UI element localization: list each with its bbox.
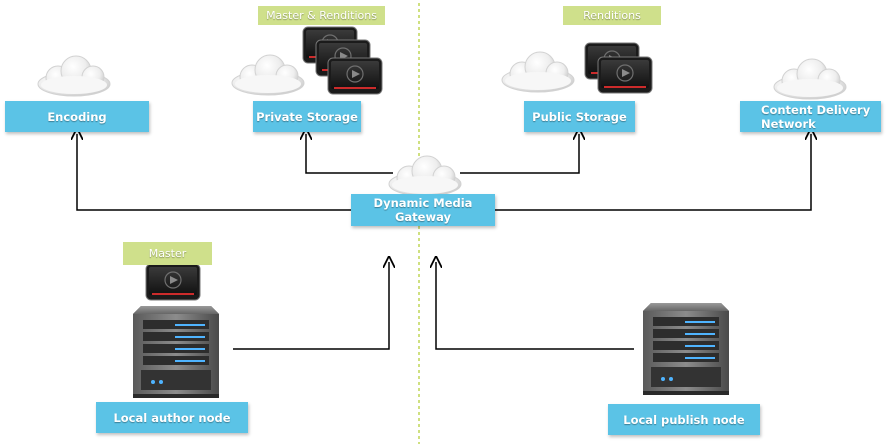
- tag-master: Master: [123, 242, 212, 265]
- node-local-publish[interactable]: Local publish node: [608, 404, 760, 435]
- node-label: Local publish node: [623, 412, 745, 427]
- node-label: Private Storage: [256, 109, 358, 124]
- node-private-storage[interactable]: Private Storage: [253, 101, 361, 132]
- node-label: Public Storage: [532, 109, 627, 124]
- tag-label: Master: [148, 247, 187, 260]
- connector-private-storage: [306, 134, 393, 174]
- node-dynamic-media-gateway[interactable]: Dynamic Media Gateway: [351, 194, 495, 226]
- tag-renditions: Renditions: [563, 6, 661, 25]
- cloud-icon: [773, 58, 847, 100]
- connector-publish: [436, 262, 634, 350]
- node-public-storage[interactable]: Public Storage: [524, 101, 635, 132]
- connector-encoding: [77, 134, 351, 211]
- node-label-line2: Network: [761, 116, 816, 131]
- video-thumbnail-icon: [145, 263, 201, 301]
- node-label: Local author node: [113, 410, 231, 425]
- video-thumbnail-icon: [597, 56, 653, 94]
- connector-public-storage: [460, 134, 579, 174]
- cloud-icon: [501, 51, 575, 93]
- tag-label: Master & Renditions: [266, 9, 377, 22]
- server-icon: [133, 306, 219, 398]
- node-label-line1: Dynamic Media: [373, 196, 473, 210]
- cloud-icon: [231, 54, 305, 96]
- video-thumbnail-icon: [327, 57, 383, 95]
- node-label: Encoding: [47, 109, 107, 124]
- connector-author: [233, 262, 389, 350]
- cloud-icon: [37, 55, 111, 97]
- cloud-icon: [388, 155, 462, 197]
- tag-master-renditions: Master & Renditions: [258, 6, 385, 25]
- server-icon: [643, 303, 729, 395]
- node-content-delivery-network[interactable]: Content Delivery Network: [740, 101, 881, 132]
- connector-cdn: [495, 134, 811, 211]
- node-label: Dynamic Media Gateway: [374, 196, 473, 224]
- node-label-line1: Content Delivery: [761, 102, 871, 117]
- node-encoding[interactable]: Encoding: [5, 101, 149, 132]
- node-local-author[interactable]: Local author node: [96, 402, 248, 433]
- tag-label: Renditions: [583, 9, 641, 22]
- node-label-line2: Gateway: [394, 210, 451, 224]
- node-label: Content Delivery Network: [761, 103, 870, 131]
